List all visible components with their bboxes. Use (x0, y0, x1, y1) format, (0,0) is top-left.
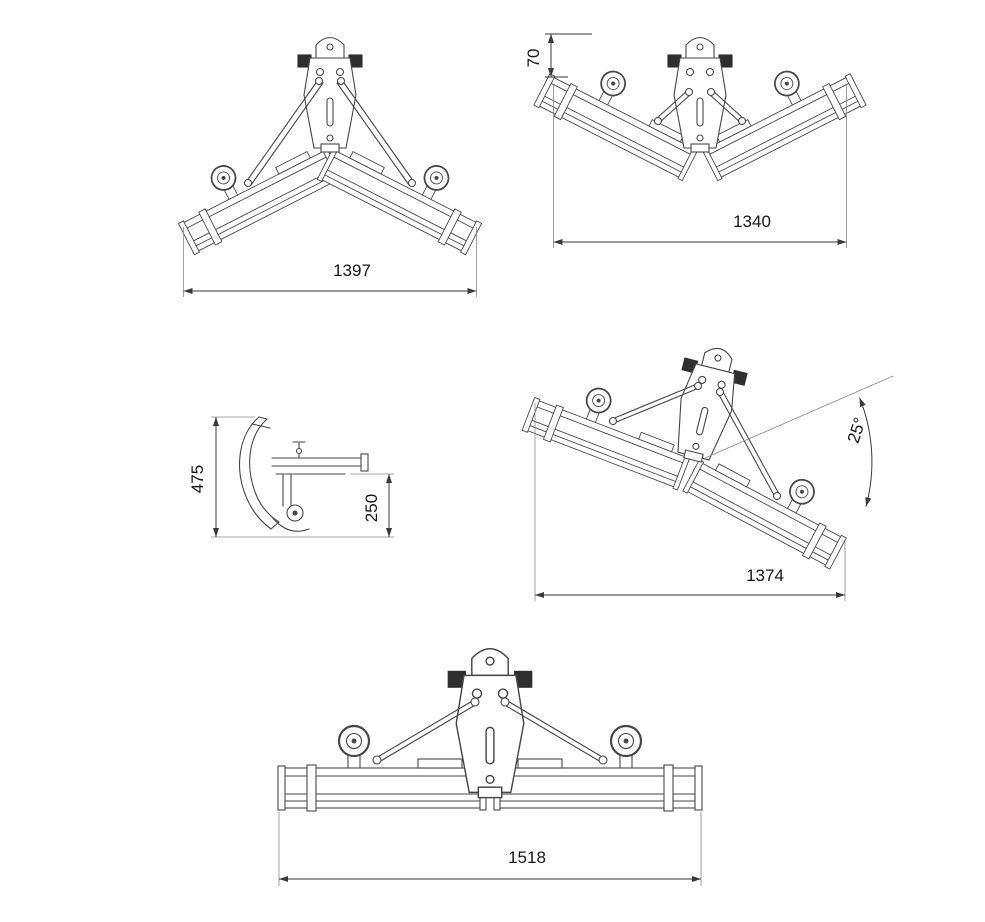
link-arms (243, 76, 417, 188)
view-wings-down: 1397 (163, 36, 497, 297)
dim-overall-width-5: 1518 (278, 812, 702, 886)
left-wing (276, 724, 488, 813)
right-wing (492, 724, 704, 813)
dimension-label: 1374 (746, 566, 784, 585)
machine-side-profile (239, 416, 369, 532)
dimension-label: 250 (362, 494, 381, 522)
link-arms (372, 697, 608, 765)
dimension-label: 475 (188, 465, 207, 493)
view-tilted: 25° 1374 (520, 340, 894, 601)
view-side-profile: 475 250 (188, 416, 394, 538)
dimension-label: 1518 (508, 848, 546, 867)
dim-frame-height: 250 (312, 473, 394, 538)
dimension-label: 25° (844, 415, 870, 445)
link-arms (608, 381, 782, 501)
dim-center-drop: 70 (524, 33, 592, 78)
dim-overall-width-4: 1374 (534, 403, 846, 601)
dim-overall-width-1: 1397 (183, 227, 477, 297)
headstock-mount (660, 340, 752, 469)
view-wings-up: 70 1340 (524, 33, 868, 248)
link-arms (653, 87, 747, 126)
machine-flat (276, 648, 704, 813)
machine-tilted (520, 340, 863, 571)
view-flat: 1518 (276, 648, 704, 886)
angle-arc (859, 397, 873, 507)
machine-wings-down (163, 36, 497, 257)
dim-overall-width-2: 1340 (553, 84, 847, 248)
dimension-label: 1397 (333, 261, 371, 280)
dim-overall-height: 475 (188, 416, 312, 538)
left-wing (520, 366, 703, 492)
machine-wings-up (532, 36, 868, 183)
dimension-label: 70 (524, 49, 543, 68)
dimension-label: 1340 (733, 212, 771, 231)
